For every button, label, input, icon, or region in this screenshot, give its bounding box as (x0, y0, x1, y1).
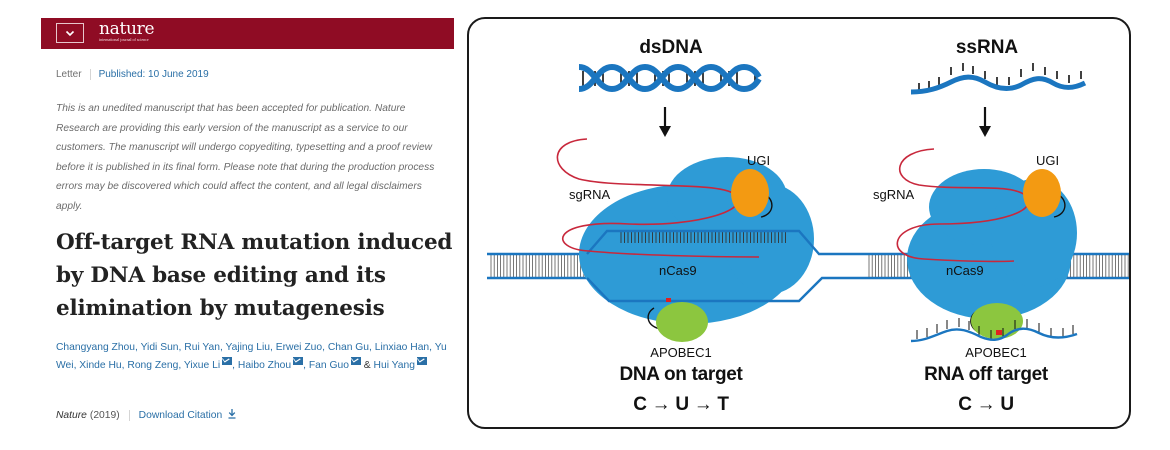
author-link[interactable]: Chan Gu (327, 342, 370, 353)
author-separator: , (219, 342, 226, 353)
sgrna-strand (556, 138, 760, 258)
citation-row: Nature (2019) Download Citation (56, 409, 236, 421)
dna-on-target-title: DNA on target (619, 364, 743, 385)
sgrna-label-right: sgRNA (873, 187, 915, 202)
rna-target-strand (910, 318, 1078, 343)
sgrna-label-left: sgRNA (569, 187, 611, 202)
chevron-down-icon (65, 30, 75, 36)
arrow-down-icon (979, 107, 991, 137)
disclaimer-text: This is an unedited manuscript that has … (56, 103, 435, 212)
author-separator: , (322, 342, 328, 353)
author-link[interactable]: Changyang Zhou (56, 342, 136, 353)
download-citation-link[interactable]: Download Citation (139, 409, 236, 421)
dna-edit-formula: C → U → T (633, 394, 729, 415)
author-link[interactable]: Yixue Li (183, 360, 221, 371)
ncas9-label-left: nCas9 (659, 263, 697, 278)
logo-wordmark: nature (99, 19, 155, 39)
arrow-down-icon (659, 107, 671, 137)
ugi-protein (731, 169, 773, 218)
author-separator: , (303, 360, 309, 371)
author-conjunction: & (360, 360, 374, 371)
article-pane: nature international journal of science … (41, 18, 454, 421)
author-link[interactable]: Hui Yang (373, 360, 415, 371)
author-link[interactable]: Haibo Zhou (237, 360, 292, 371)
figure-panel: dsDNA sgRNA UGI nCas9 APOBEC1 DNA on tar… (467, 17, 1131, 429)
rna-off-target-title: RNA off target (924, 364, 1048, 385)
sgrna-strand (896, 148, 1030, 263)
author-link[interactable]: Rui Yan (184, 342, 220, 353)
apobec1-label-left: APOBEC1 (650, 345, 712, 360)
nature-logo[interactable]: nature international journal of science (99, 19, 155, 42)
download-icon (228, 409, 236, 419)
email-icon[interactable] (416, 357, 427, 365)
ugi-label-left: UGI (747, 153, 771, 168)
dsdna-helix (578, 63, 762, 93)
article-title: Off-target RNA mutation induced by DNA b… (56, 230, 453, 321)
journal-year: (2019) (89, 409, 120, 421)
email-icon[interactable] (293, 357, 304, 365)
email-icon[interactable] (350, 357, 361, 365)
author-link[interactable]: Linxiao Han (374, 342, 430, 353)
apobec1-protein (970, 303, 1023, 339)
ncas9-label-right: nCas9 (946, 263, 984, 278)
author-link[interactable]: Fan Guo (308, 360, 349, 371)
ssrna-heading: ssRNA (955, 37, 1019, 58)
author-link[interactable]: Erwei Zuo (275, 342, 323, 353)
dsdna-heading: dsDNA (639, 37, 703, 58)
author-link[interactable]: Rong Zeng (127, 360, 179, 371)
ugi-label-right: UGI (1036, 153, 1060, 168)
author-separator: , (121, 360, 128, 371)
ugi-protein (1023, 169, 1066, 218)
author-separator: , (135, 342, 141, 353)
email-icon[interactable] (222, 357, 233, 365)
divider (89, 69, 91, 80)
author-link[interactable]: Yidi Sun (140, 342, 179, 353)
article-type: Letter (56, 69, 82, 80)
author-separator: , (178, 360, 184, 371)
figure-illustration (487, 63, 1129, 343)
article-meta: Letter Published: 10 June 2019 (56, 69, 209, 80)
masthead: nature international journal of science (41, 18, 454, 49)
author-list: Changyang Zhou, Yidi Sun, Rui Yan, Yajin… (56, 339, 456, 375)
journal-name: Nature (56, 409, 87, 421)
author-link[interactable]: Yu Wei (56, 342, 447, 371)
author-separator: , (369, 342, 375, 353)
apobec1-protein (647, 302, 708, 342)
logo-tagline: international journal of science (99, 37, 149, 42)
published-date: Published: 10 June 2019 (98, 69, 209, 80)
author-separator: , (73, 360, 80, 371)
ssrna-strand (910, 63, 1087, 95)
menu-button[interactable] (56, 23, 84, 43)
apobec1-label-right: APOBEC1 (965, 345, 1027, 360)
author-separator: , (178, 342, 185, 353)
divider (128, 409, 130, 421)
author-link[interactable]: Xinde Hu (79, 360, 122, 371)
author-separator: , (269, 342, 276, 353)
author-separator: , (429, 342, 435, 353)
download-citation-label: Download Citation (138, 410, 223, 421)
author-separator: , (232, 360, 238, 371)
rna-edit-formula: C → U (958, 394, 1014, 415)
author-link[interactable]: Yajing Liu (225, 342, 270, 353)
